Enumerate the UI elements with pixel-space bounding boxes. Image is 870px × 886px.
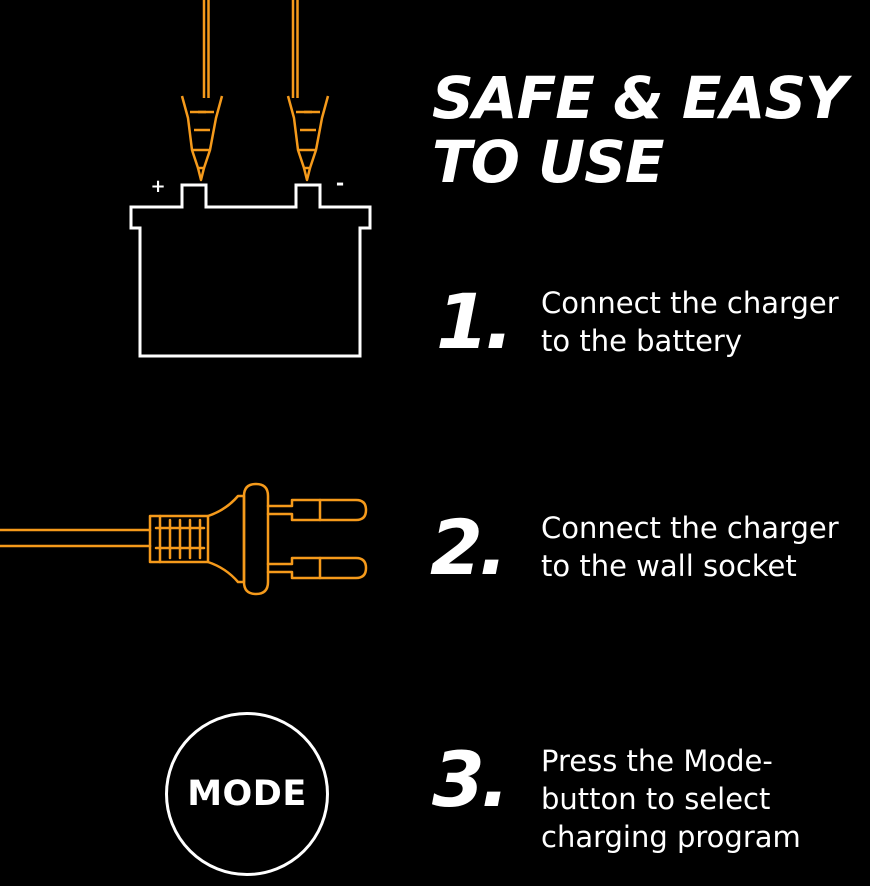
step-3-number: 3. xyxy=(432,735,510,824)
page-title: SAFE & EASY TO USE xyxy=(432,64,847,196)
step-1-line-1: Connect the charger xyxy=(541,286,839,320)
step-2-line-1: Connect the charger xyxy=(541,511,839,545)
mode-button[interactable]: MODE xyxy=(165,712,329,876)
step-2-text: Connect the charger to the wall socket xyxy=(541,509,866,585)
battery-icon xyxy=(129,183,372,358)
clamp-cables xyxy=(202,0,299,98)
step-2-number: 2. xyxy=(430,503,508,592)
step-3-line-2: button to select xyxy=(541,782,771,816)
step-3-line-1: Press the Mode- xyxy=(541,744,773,778)
power-plug-icon xyxy=(0,482,368,596)
battery-negative-sign: - xyxy=(336,171,344,195)
step-1-line-2: to the battery xyxy=(541,324,742,358)
page-title-line-1: SAFE & EASY xyxy=(432,64,847,132)
positive-clamp-icon xyxy=(180,95,224,182)
step-2-line-2: to the wall socket xyxy=(541,549,797,583)
negative-clamp-icon xyxy=(286,95,330,182)
mode-button-label: MODE xyxy=(187,774,307,814)
battery-with-clamps-illustration: + - xyxy=(129,0,372,358)
step-3-text: Press the Mode- button to select chargin… xyxy=(541,742,866,856)
page-title-line-2: TO USE xyxy=(432,128,665,196)
battery-positive-sign: + xyxy=(150,176,165,197)
step-1-number: 1. xyxy=(436,277,514,366)
step-1-text: Connect the charger to the battery xyxy=(541,284,866,360)
step-3-line-3: charging program xyxy=(541,820,801,854)
